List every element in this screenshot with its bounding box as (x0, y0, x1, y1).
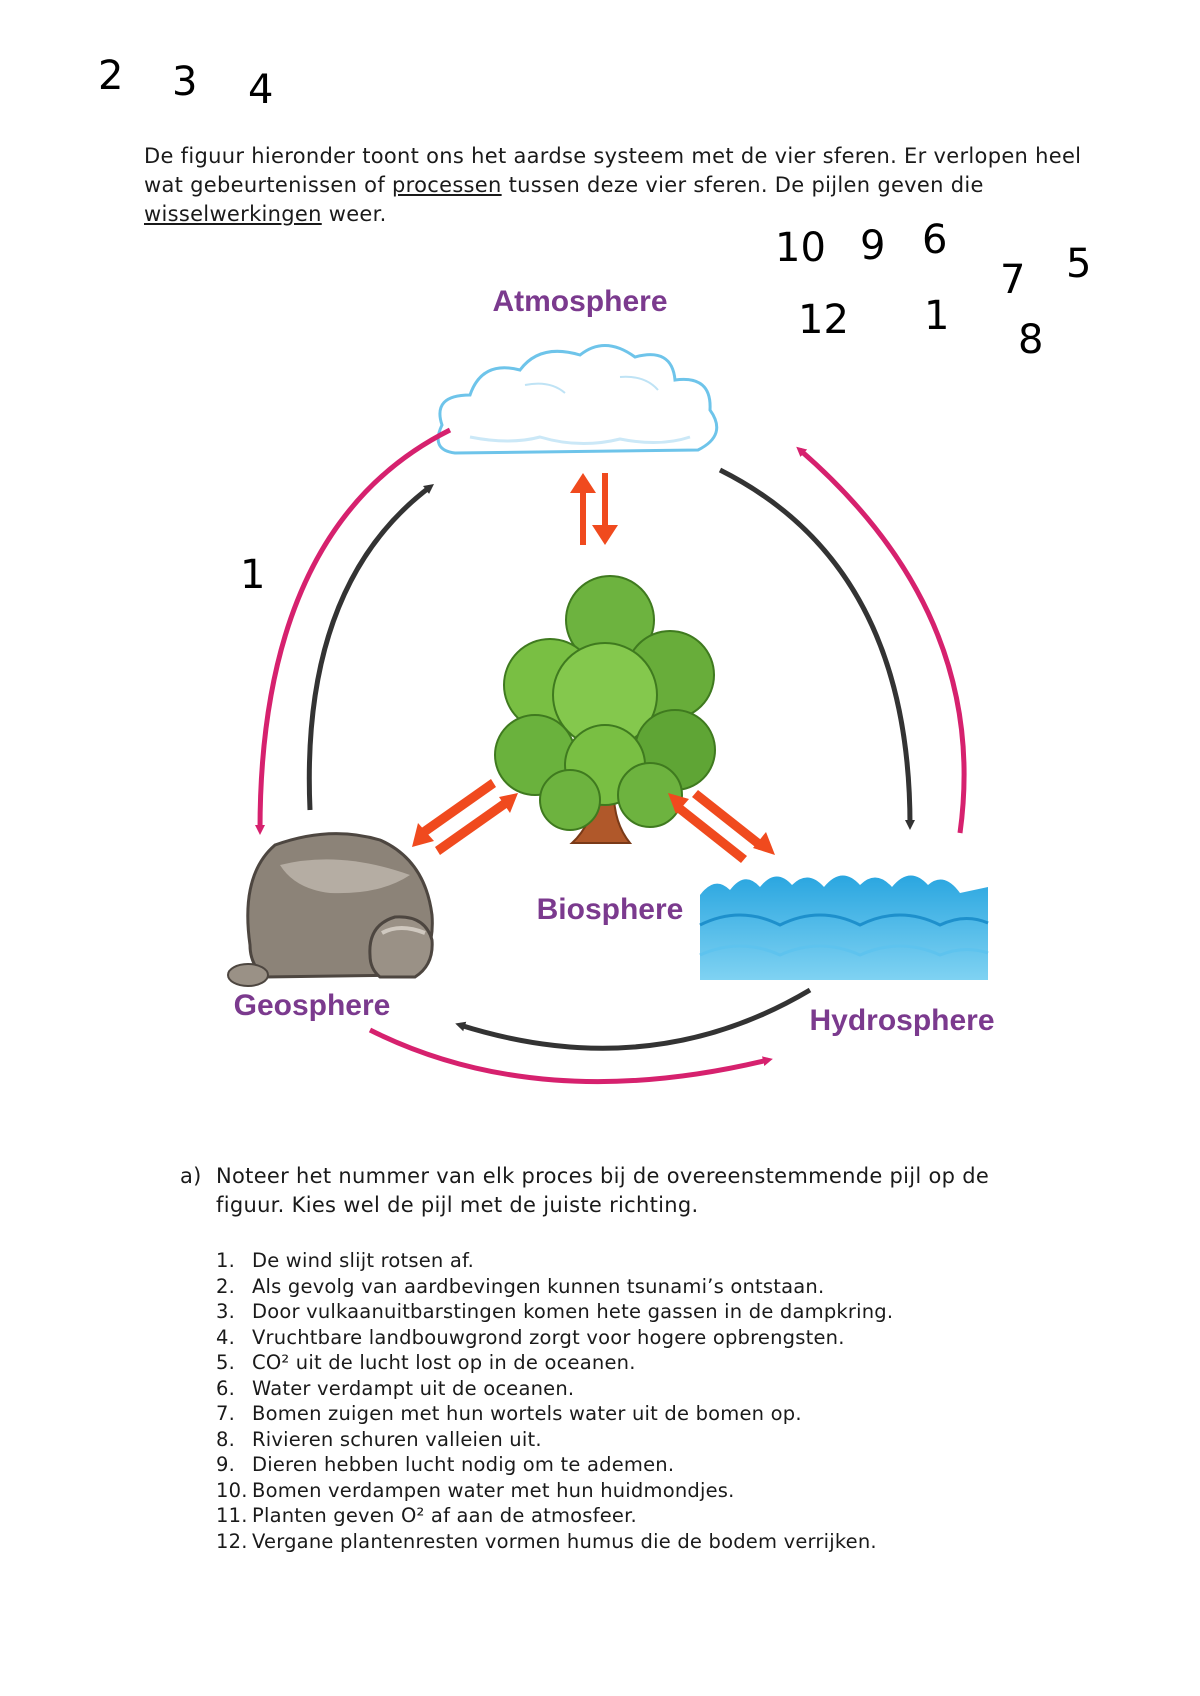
question-label: a) (180, 1164, 202, 1188)
list-item: 8. Rivieren schuren valleien uit. (216, 1427, 893, 1453)
water-icon (699, 875, 989, 980)
arrow-hydrosphere-to-geosphere (455, 987, 812, 1051)
hydrosphere-label: Hydrosphere (809, 1004, 994, 1037)
intro-text: weer. (321, 202, 387, 226)
handwritten-number: 7 (1000, 257, 1026, 303)
processen-term: processen (392, 173, 502, 197)
item-number: 6. (216, 1376, 236, 1400)
item-number: 10. (216, 1478, 248, 1502)
item-number: 12. (216, 1529, 248, 1553)
biosphere-label: Biosphere (537, 893, 684, 926)
item-number: 2. (216, 1274, 236, 1298)
intro-text: tussen deze vier sferen. De pijlen geven… (501, 173, 984, 197)
earth-system-diagram: Atmosphere Biosphere Geosphere Hydrosphe… (227, 285, 995, 1085)
handwritten-number: 1 (240, 552, 265, 598)
question-text: Noteer het nummer van elk proces bij de … (216, 1164, 990, 1217)
cloud-icon (436, 344, 719, 455)
arrows-biosphere-geosphere (412, 779, 518, 855)
list-item: 10.Bomen verdampen water met hun huidmon… (216, 1478, 893, 1504)
handwritten-number: 2 (98, 53, 124, 99)
handwritten-number: 4 (248, 67, 274, 113)
item-text: Als gevolg van aardbevingen kunnen tsuna… (252, 1274, 825, 1298)
list-item: 5. CO² uit de lucht lost op in de oceanen… (216, 1350, 893, 1376)
arrows-biosphere-hydrosphere (668, 790, 775, 863)
tree-icon (494, 575, 716, 844)
process-list: 1. De wind slijt rotsen af. 2. Als gevolg … (216, 1248, 893, 1554)
handwritten-number: 5 (1066, 241, 1092, 287)
item-number: 8. (216, 1427, 236, 1451)
arrow-atmosphere-to-hydrosphere (718, 467, 915, 830)
arrow-geosphere-to-hydrosphere (368, 1027, 773, 1085)
arrow-atmosphere-to-geosphere (255, 427, 452, 835)
arrow-geosphere-to-atmosphere (306, 483, 434, 811)
list-item: 12.Vergane plantenresten vormen humus di… (216, 1529, 893, 1555)
handwritten-number: 10 (775, 225, 826, 271)
item-number: 4. (216, 1325, 236, 1349)
list-item: 7. Bomen zuigen met hun wortels water uit… (216, 1401, 893, 1427)
question-a: a) Noteer het nummer van elk proces bij … (180, 1162, 1060, 1220)
handwritten-number: 9 (860, 223, 886, 269)
list-item: 11.Planten geven O² af aan de atmosfeer. (216, 1503, 893, 1529)
list-item: 9. Dieren hebben lucht nodig om te ademen… (216, 1452, 893, 1478)
handwritten-number: 3 (172, 59, 198, 105)
list-item: 4. Vruchtbare landbouwgrond zorgt voor ho… (216, 1325, 893, 1351)
item-number: 11. (216, 1504, 248, 1527)
rock-icon (227, 832, 434, 987)
item-text: Bomen zuigen met hun wortels water uit d… (252, 1402, 802, 1425)
wisselwerkingen-term: wisselwerkingen (144, 202, 322, 226)
atmosphere-label: Atmosphere (492, 285, 667, 318)
item-text: Water verdampt uit de oceanen. (252, 1376, 575, 1400)
arrow-hydrosphere-to-atmosphere (796, 446, 967, 834)
intro-text: De figuur hieronder toont ons het aardse… (144, 144, 1082, 197)
item-text: Planten geven O² af aan de atmosfeer. (252, 1504, 637, 1527)
handwritten-number: 6 (922, 217, 948, 263)
item-text: Door vulkaanuitbarstingen komen hete gas… (252, 1300, 894, 1323)
item-number: 1. (216, 1249, 236, 1272)
item-number: 9. (216, 1453, 236, 1476)
item-text: Vruchtbare landbouwgrond zorgt voor hoge… (252, 1325, 845, 1349)
list-item: 2. Als gevolg van aardbevingen kunnen tsu… (216, 1274, 893, 1300)
item-text: Rivieren schuren valleien uit. (252, 1427, 542, 1451)
item-text: De wind slijt rotsen af. (252, 1249, 475, 1272)
arrows-atmosphere-biosphere (570, 473, 618, 545)
handwritten-number: 1 (924, 293, 950, 339)
list-item: 3. Door vulkaanuitbarstingen komen hete g… (216, 1299, 893, 1325)
item-text: CO² uit de lucht lost op in de oceanen. (252, 1351, 636, 1374)
list-item: 6. Water verdampt uit de oceanen. (216, 1376, 893, 1402)
item-number: 3. (216, 1300, 236, 1323)
intro-paragraph: De figuur hieronder toont ons het aardse… (144, 142, 1084, 229)
item-text: Dieren hebben lucht nodig om te ademen. (252, 1453, 675, 1476)
item-text: Bomen verdampen water met hun huidmondje… (252, 1478, 735, 1502)
handwritten-number: 12 (798, 297, 849, 343)
item-number: 5. (216, 1351, 236, 1374)
list-item: 1. De wind slijt rotsen af. (216, 1248, 893, 1274)
handwritten-number: 8 (1018, 317, 1044, 363)
item-number: 7. (216, 1402, 236, 1425)
item-text: Vergane plantenresten vormen humus die d… (252, 1529, 877, 1553)
geosphere-label: Geosphere (234, 989, 391, 1022)
